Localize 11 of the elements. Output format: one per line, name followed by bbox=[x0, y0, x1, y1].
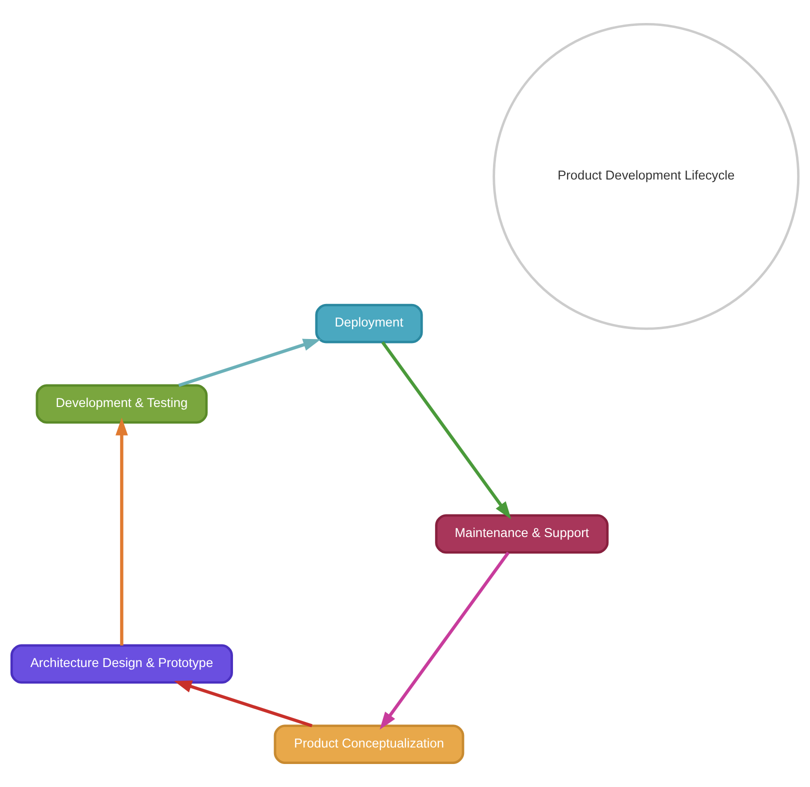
node-box: Product Conceptualization bbox=[274, 724, 464, 764]
arrow bbox=[116, 418, 128, 646]
node-box: Maintenance & Support bbox=[435, 514, 609, 554]
node-box: Architecture Design & Prototype bbox=[10, 644, 233, 684]
arrow bbox=[380, 552, 510, 730]
arrow bbox=[178, 338, 321, 387]
node-box: Development & Testing bbox=[36, 384, 208, 424]
arrow bbox=[381, 341, 512, 520]
arrow bbox=[174, 680, 312, 728]
node-circle: Product Development Lifecycle bbox=[492, 23, 800, 330]
node-box: Deployment bbox=[315, 304, 423, 344]
